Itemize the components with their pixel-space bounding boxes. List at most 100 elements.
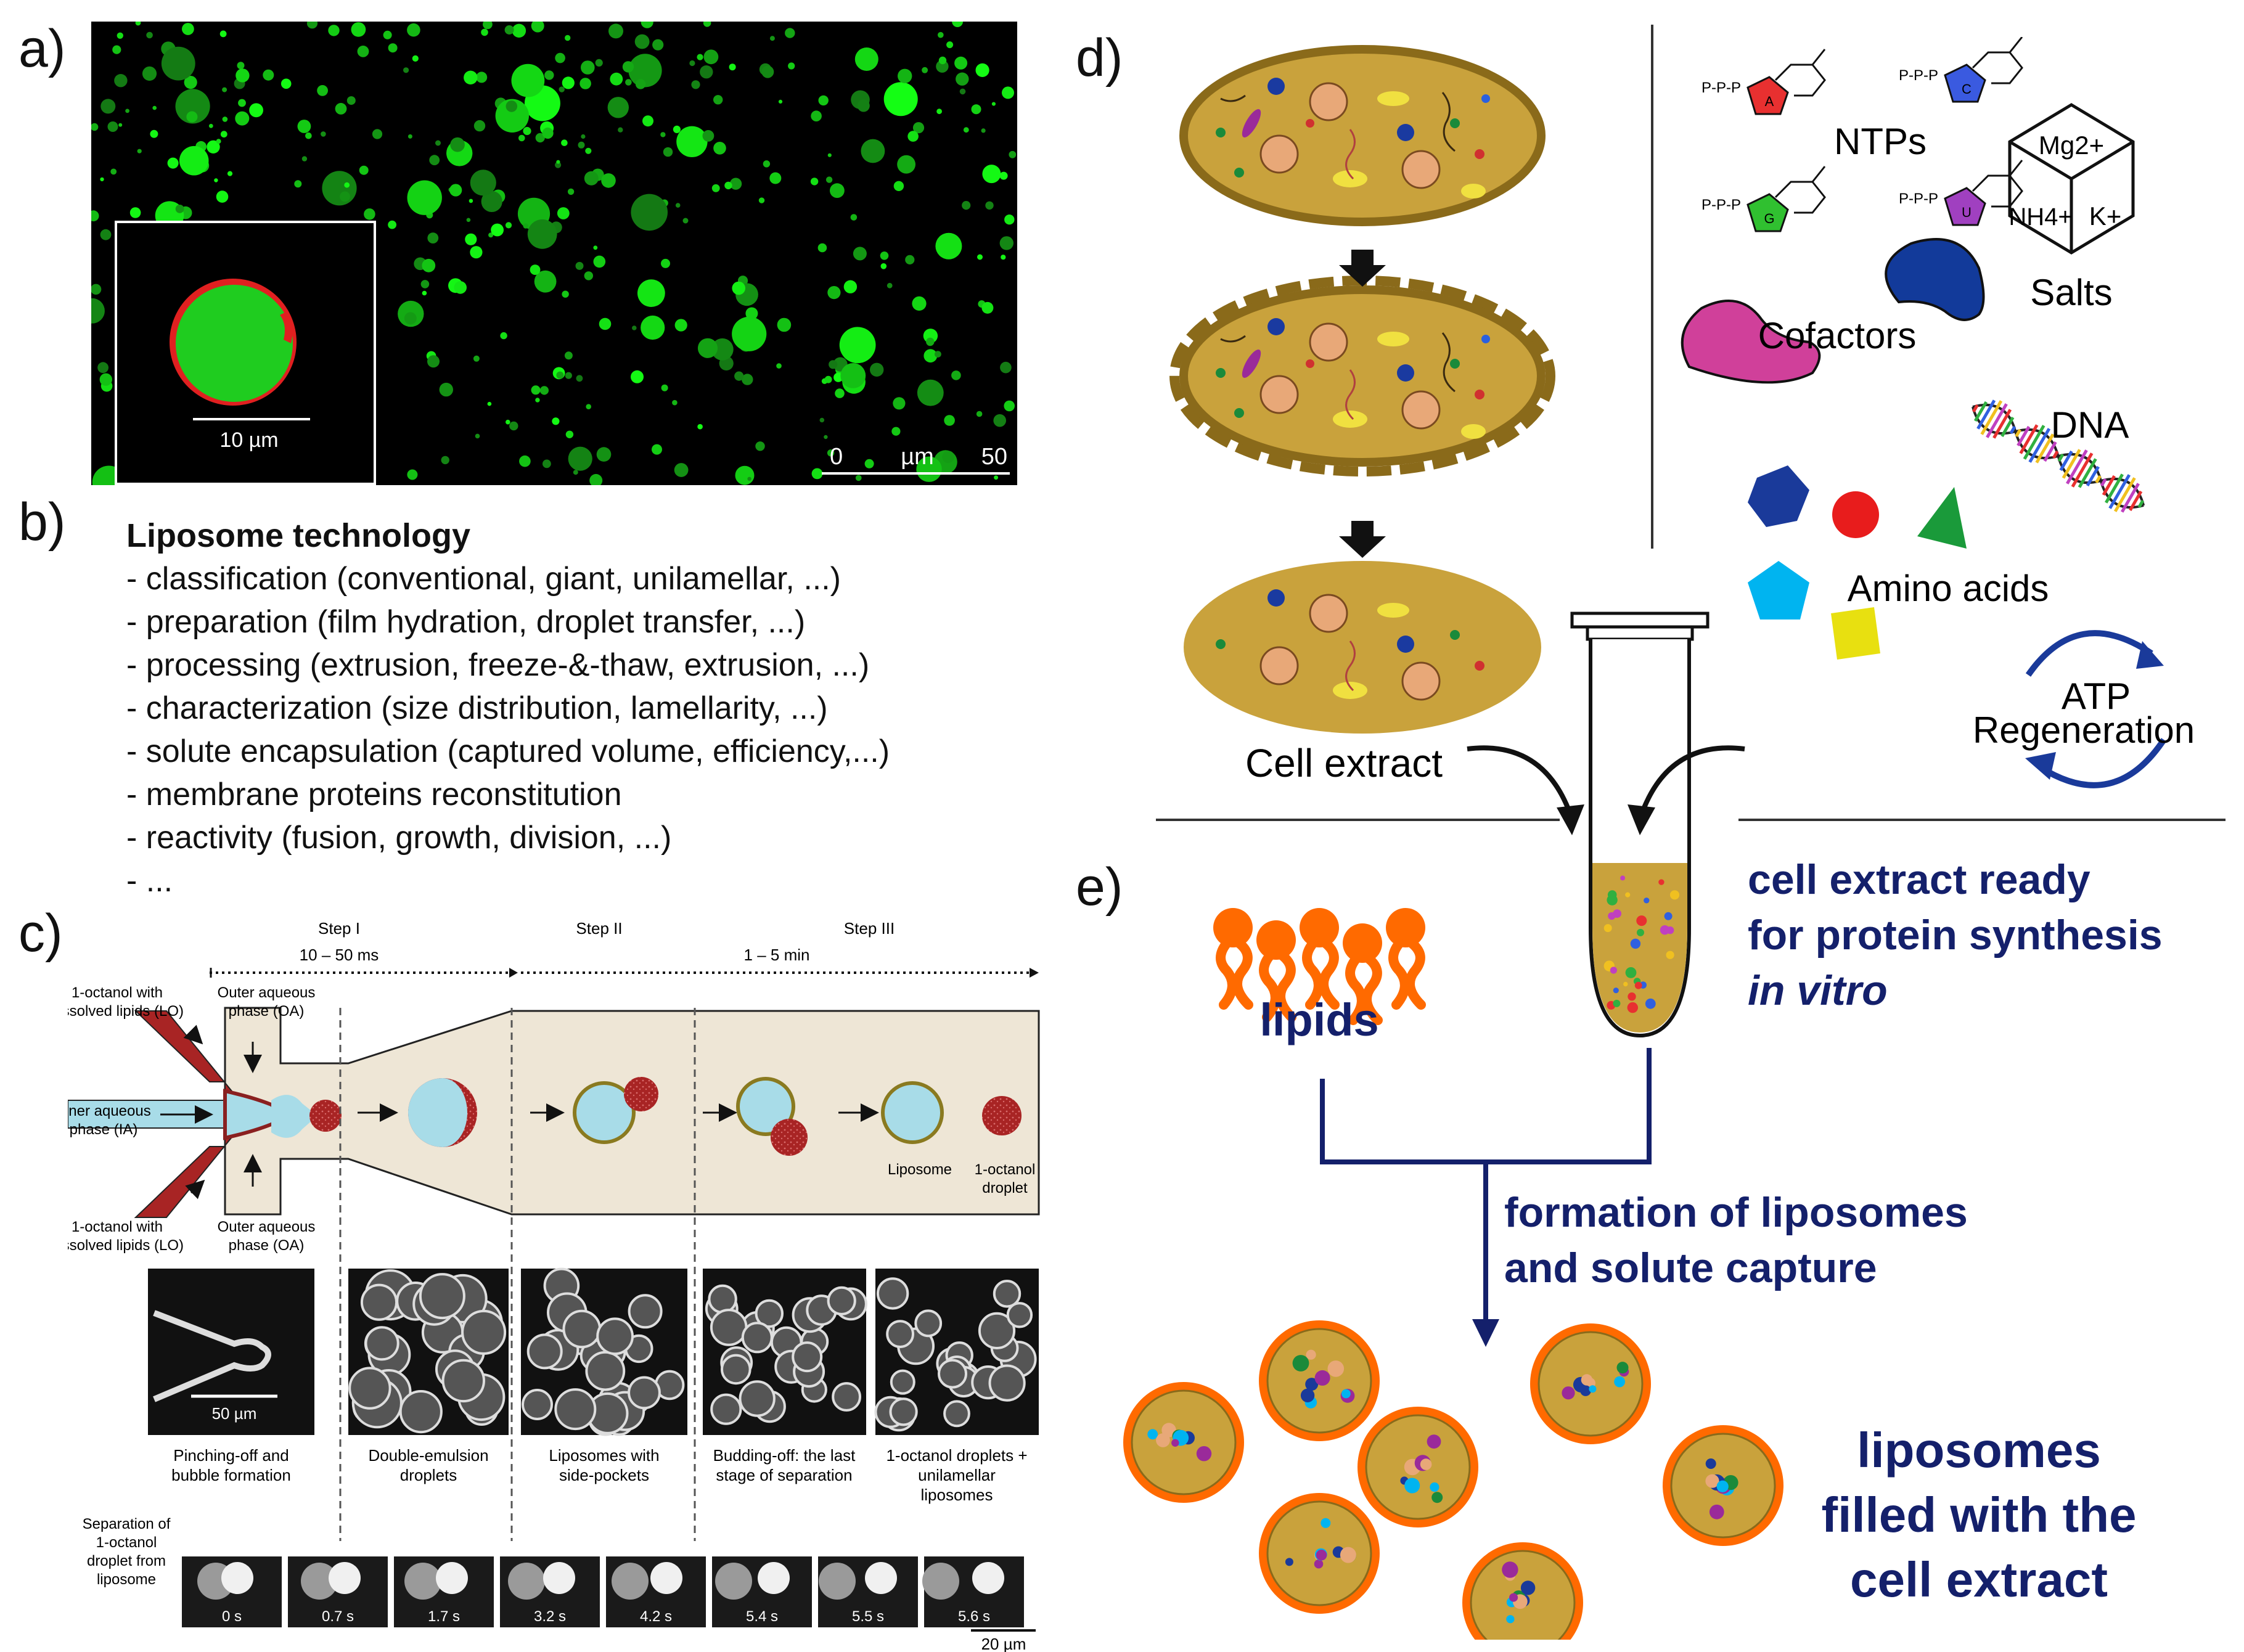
content-particle — [1292, 1355, 1309, 1372]
vesicle — [483, 22, 493, 30]
vesicle — [388, 220, 396, 229]
droplet — [978, 1312, 1016, 1350]
step1-time: 10 – 50 ms — [300, 946, 379, 964]
list-item: - preparation (film hydration, droplet t… — [126, 604, 806, 640]
formation-line-1: formation of liposomes — [1504, 1189, 1968, 1236]
base-pair — [2035, 433, 2055, 464]
vesicle — [962, 201, 971, 210]
base-pair — [2071, 452, 2094, 488]
droplet — [914, 1309, 943, 1338]
vesicle — [481, 190, 502, 212]
vesicle — [641, 315, 665, 340]
vesicle — [702, 130, 715, 142]
vesicle — [697, 423, 703, 430]
extract-particle — [1613, 999, 1621, 1007]
vesicle — [827, 153, 832, 157]
vesicle — [825, 176, 833, 183]
vesicle — [697, 338, 718, 358]
extract-particle — [1666, 951, 1674, 959]
droplet — [886, 1320, 914, 1348]
regeneration-label: Regeneration — [1973, 709, 2195, 751]
lipid — [1213, 908, 1253, 1010]
base-pair — [2108, 474, 2131, 509]
vesicle — [855, 475, 862, 481]
droplet — [938, 1359, 967, 1389]
vesicle — [864, 459, 874, 468]
vesicle — [682, 218, 689, 224]
amino-acids-label: Amino acids — [1848, 568, 2049, 609]
vesicle — [328, 25, 340, 36]
vesicle — [674, 319, 687, 332]
vesicle — [465, 233, 477, 245]
vesicle — [652, 39, 664, 51]
vesicle — [475, 433, 480, 439]
extract-particle — [1637, 928, 1644, 936]
base-pair — [2009, 425, 2017, 435]
vesicle — [137, 149, 142, 153]
ntp-molecule: P-P-PU — [1899, 160, 2023, 226]
base-pair — [2105, 473, 2124, 504]
base-pair — [1986, 403, 2008, 438]
vesicle — [713, 142, 726, 155]
ppp-label: P-P-P — [1899, 190, 1938, 207]
vesicle — [601, 173, 616, 188]
base-pair — [2023, 425, 2045, 460]
vesicle — [114, 74, 128, 88]
vesicle — [732, 316, 767, 351]
vesicle — [359, 165, 369, 175]
vesicle — [581, 60, 595, 75]
list-item: - classification (conventional, giant, u… — [126, 561, 841, 597]
content-particle — [1705, 1458, 1716, 1469]
vesicle — [407, 180, 442, 215]
vesicle — [511, 63, 545, 97]
droplet — [792, 1341, 823, 1373]
base-pair — [1980, 400, 2003, 435]
octanol-blob — [972, 1562, 1004, 1594]
droplet — [364, 1326, 399, 1361]
vesicle — [175, 205, 184, 213]
vesicle — [857, 99, 870, 112]
droplet — [461, 1309, 507, 1355]
vesicle — [487, 401, 492, 406]
vesicle — [811, 468, 823, 480]
content-particle — [1196, 1446, 1212, 1462]
liposome — [1259, 1493, 1380, 1614]
k-label: K+ — [2089, 202, 2122, 231]
vesicle — [340, 191, 350, 202]
vesicle — [631, 194, 668, 231]
vesicle — [589, 473, 603, 485]
vesicle — [861, 139, 885, 163]
vesicle — [464, 70, 478, 84]
base-pair — [2137, 499, 2145, 509]
vesicle — [912, 122, 925, 134]
base-pair — [2043, 441, 2057, 462]
vesicle — [923, 349, 938, 363]
vesicle — [470, 170, 496, 196]
vesicle — [724, 181, 732, 190]
vesicle — [585, 147, 592, 154]
base-pair — [1972, 404, 1979, 413]
step3-time: 1 – 5 min — [744, 946, 810, 964]
vesicle — [956, 72, 969, 86]
vesicle — [999, 236, 1014, 250]
vesicle — [208, 123, 213, 128]
vesicle — [146, 31, 153, 39]
liposome-tech-title: Liposome technology — [126, 517, 471, 554]
extract-particle — [1666, 926, 1674, 934]
vesicle — [810, 178, 819, 186]
vesicle — [175, 89, 210, 124]
vesicle — [495, 99, 529, 133]
droplet — [348, 1367, 391, 1410]
vesicle — [971, 104, 981, 115]
vesicle — [938, 56, 947, 65]
vesicle — [824, 375, 832, 383]
base-pair — [2019, 424, 2039, 454]
liposome — [1123, 1382, 1244, 1503]
vesicle — [555, 52, 565, 63]
extract-particle — [1636, 915, 1647, 926]
vesicle — [954, 56, 968, 70]
vesicle — [150, 129, 158, 138]
octanol-blob — [758, 1562, 790, 1594]
content-particle — [1285, 1558, 1293, 1566]
